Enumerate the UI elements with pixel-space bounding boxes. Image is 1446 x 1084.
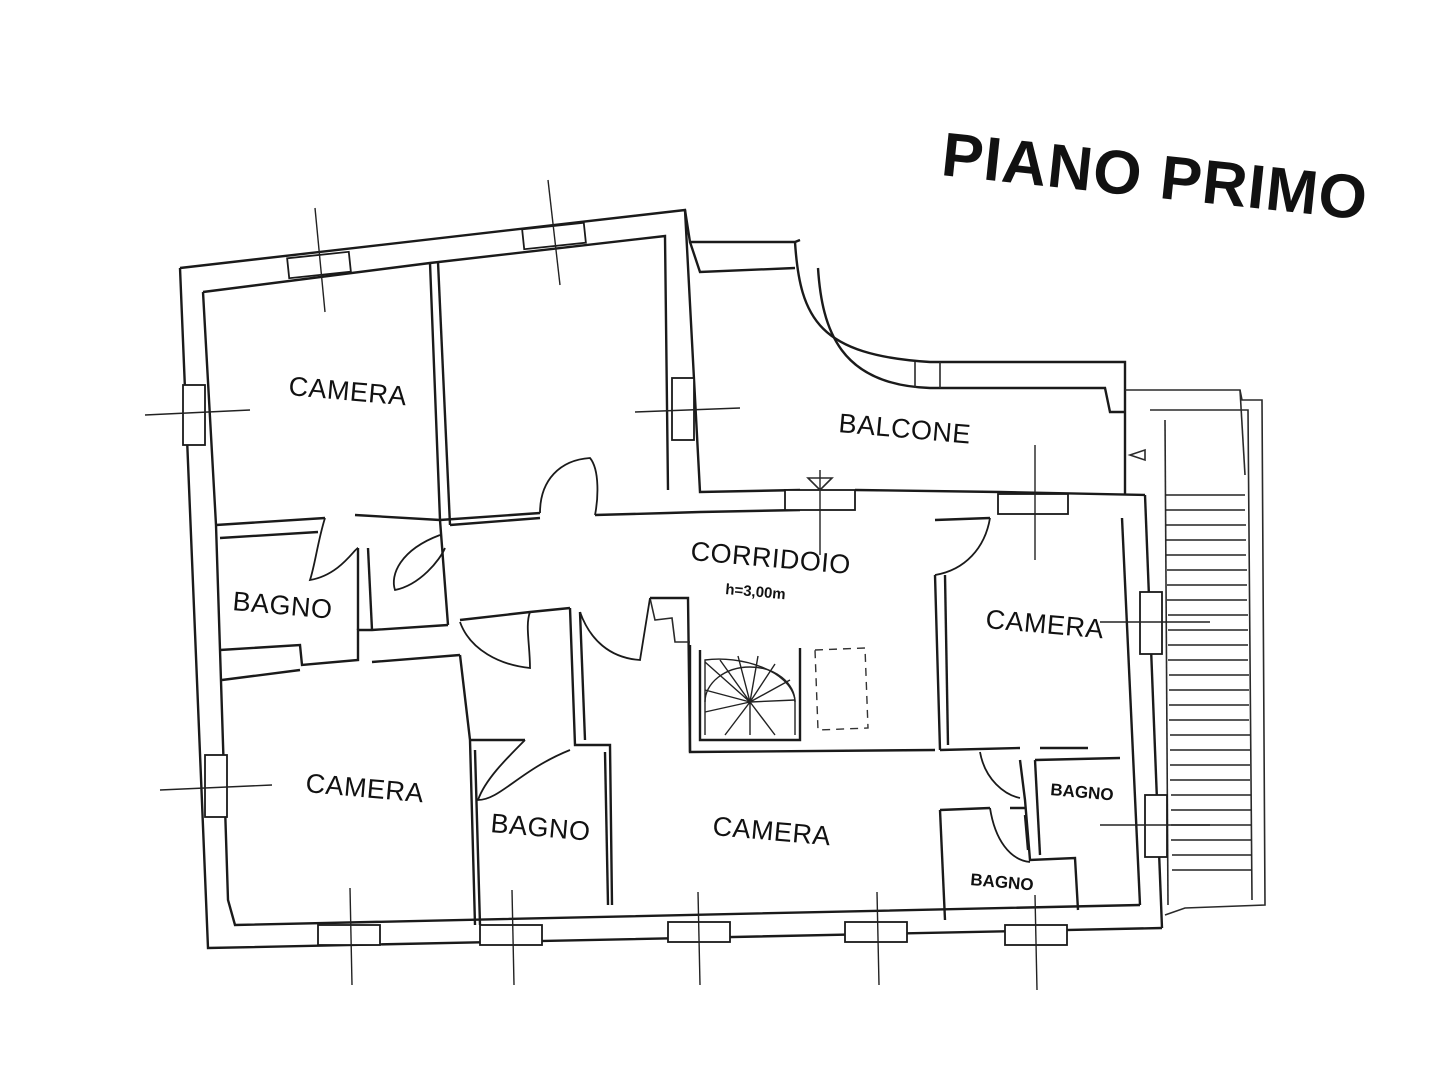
spiral-staircase [704, 647, 869, 736]
corridoio-height-note: h=3,00m [725, 581, 787, 603]
room-label-balcone: BALCONE [837, 408, 972, 449]
plan-title: PIANO PRIMO [939, 120, 1372, 233]
room-label-bagno-right-lower: BAGNO [970, 870, 1035, 894]
room-label-camera-bottom-center: CAMERA [711, 811, 832, 851]
room-label-camera-bottom-left: CAMERA [304, 768, 425, 808]
door-swings [308, 457, 1031, 863]
room-label-camera-right: CAMERA [984, 604, 1105, 644]
room-label-bagno-bottom: BAGNO [489, 808, 591, 847]
windows [182, 221, 1168, 946]
room-label-camera-top-left: CAMERA [287, 371, 408, 411]
room-label-bagno-left: BAGNO [231, 586, 333, 625]
room-label-corridoio: CORRIDOIO [689, 536, 852, 580]
window-axes [144, 179, 1210, 991]
room-label-bagno-right-upper: BAGNO [1050, 780, 1115, 804]
outer-walls [178, 208, 1164, 950]
